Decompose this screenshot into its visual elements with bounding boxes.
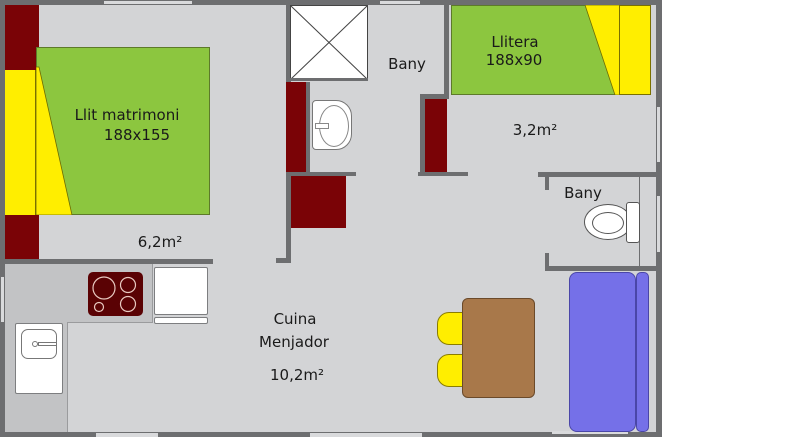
wall-bath-left-foot [276, 258, 290, 263]
dining-label: Menjador [259, 333, 329, 351]
shower-tray [290, 5, 368, 80]
outer-wall-top [0, 0, 662, 5]
bunk-nightstand [619, 5, 651, 95]
wall-closet-bunk-left [420, 94, 425, 176]
window-right-wc [657, 196, 660, 252]
wall-bath-right [444, 5, 449, 97]
bedroom-nightstand [5, 70, 36, 215]
wall-bath-right-jog [420, 94, 449, 99]
hob [88, 272, 143, 316]
wall-bath-bottom [286, 172, 356, 176]
fridge-door [154, 317, 208, 324]
wall-bunk-bottom-left [418, 172, 468, 176]
fridge [154, 267, 208, 315]
toilet-bowl [584, 204, 632, 240]
closet-bath [286, 82, 306, 172]
counter-edge-v [152, 264, 153, 323]
window-bottom-3 [552, 431, 628, 434]
wall-wc-top [538, 172, 658, 177]
bunk-room-area: 3,2m² [512, 121, 558, 139]
closet-bedroom-top [5, 5, 39, 71]
shower-icon [290, 5, 368, 80]
wc-label: Bany [564, 184, 602, 202]
toilet-tank [626, 202, 640, 243]
outer-wall-left [0, 0, 5, 437]
wall-wc-left-lower [545, 253, 549, 270]
closet-hall [291, 176, 346, 228]
window-right-bunk [657, 107, 660, 162]
window-top-bedroom [104, 1, 192, 4]
wall-wc-bottom [545, 266, 658, 271]
bunk-bed-size: 188x90 [485, 51, 543, 69]
kitchen-label: Cuina [273, 310, 317, 328]
sofa-back [636, 272, 649, 432]
bathroom-label: Bany [388, 55, 426, 73]
bunk-bed-label: Llitera [491, 33, 539, 51]
sofa-seat [569, 272, 636, 432]
wall-bedroom-bottom [5, 259, 213, 264]
pillow-icon [36, 66, 73, 215]
master-bedroom-area: 6,2m² [137, 233, 183, 251]
wall-closet-bath-right [306, 82, 310, 174]
window-bottom-1 [96, 433, 158, 437]
window-top-bath [380, 1, 420, 4]
kitchen-sink [15, 323, 63, 394]
hob-burners-icon [92, 276, 137, 313]
window-left-kitchen [1, 277, 4, 322]
bunk-pillow-icon [585, 5, 622, 95]
counter-edge [67, 322, 153, 323]
wall-shower-bottom [288, 78, 368, 81]
window-bottom-2 [310, 433, 422, 437]
wall-wc-left-upper [545, 172, 549, 190]
dining-table [462, 298, 535, 398]
closet-bunk [425, 99, 447, 173]
closet-bedroom-bottom [5, 215, 39, 259]
double-bed-label: Llit matrimoni [74, 106, 180, 124]
double-bed-size: 188x155 [103, 126, 171, 144]
kitchen-dining-area: 10,2m² [269, 366, 325, 384]
washbasin [312, 100, 352, 150]
